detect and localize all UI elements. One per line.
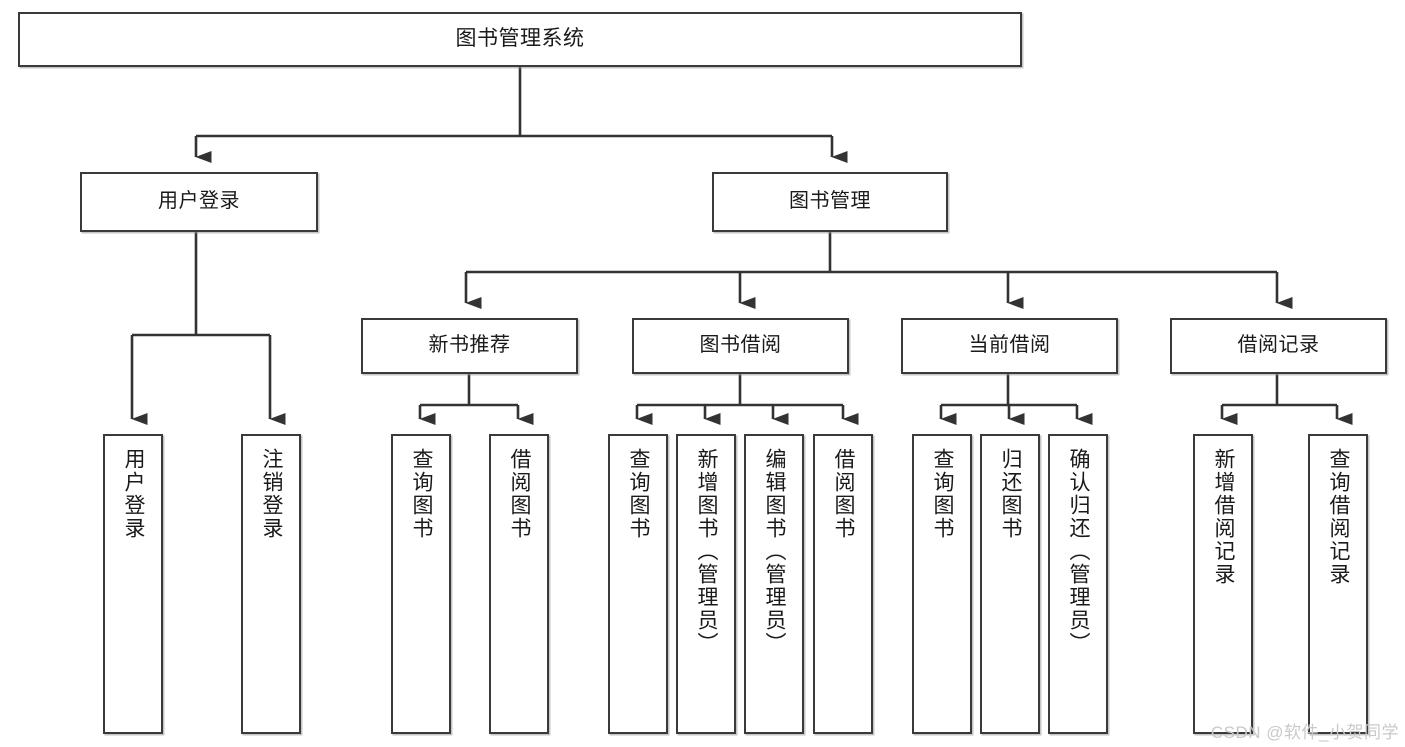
node-label: 借阅图书 <box>832 448 856 540</box>
node-label: 借阅图书 <box>508 448 532 540</box>
node-label: 查询图书 <box>627 448 651 540</box>
node-label: 查询图书 <box>931 448 955 540</box>
node-label: 注销登录 <box>260 448 284 540</box>
watermark: CSDN @软件_小贺同学 <box>1210 723 1399 742</box>
node-label: 用户登录 <box>122 448 146 540</box>
node-borrow-record[interactable]: 借阅记录 <box>1170 318 1387 374</box>
node-leaf-query-borrow-record[interactable]: 查询借阅记录 <box>1308 434 1368 734</box>
node-label: 图书借阅 <box>699 334 782 357</box>
node-label: 图书管理系统 <box>455 27 585 51</box>
node-label: 查询借阅记录 <box>1327 448 1351 586</box>
node-label: 编辑图书（管理员） <box>763 448 787 655</box>
node-leaf-query-book-current[interactable]: 查询图书 <box>912 434 972 734</box>
node-leaf-query-book-recommend[interactable]: 查询图书 <box>391 434 451 734</box>
node-new-book-recommend[interactable]: 新书推荐 <box>361 318 578 374</box>
node-leaf-confirm-return-admin[interactable]: 确认归还（管理员） <box>1048 434 1108 734</box>
node-root-system[interactable]: 图书管理系统 <box>18 12 1022 67</box>
node-label: 图书管理 <box>789 190 871 213</box>
node-leaf-borrow-book[interactable]: 借阅图书 <box>813 434 873 734</box>
node-label: 新增图书（管理员） <box>695 448 719 655</box>
node-leaf-user-login[interactable]: 用户登录 <box>103 434 163 734</box>
node-leaf-return-book[interactable]: 归还图书 <box>980 434 1040 734</box>
node-leaf-add-borrow-record[interactable]: 新增借阅记录 <box>1193 434 1253 734</box>
node-book-management[interactable]: 图书管理 <box>712 172 948 232</box>
node-label: 查询图书 <box>410 448 434 540</box>
node-current-borrow[interactable]: 当前借阅 <box>901 318 1118 374</box>
node-label: 新增借阅记录 <box>1212 448 1236 586</box>
node-label: 借阅记录 <box>1237 334 1320 357</box>
node-leaf-logout[interactable]: 注销登录 <box>241 434 301 734</box>
node-label: 确认归还（管理员） <box>1067 448 1091 655</box>
node-label: 用户登录 <box>158 190 240 213</box>
node-label: 新书推荐 <box>428 334 511 357</box>
node-user-login[interactable]: 用户登录 <box>80 172 318 232</box>
node-leaf-edit-book-admin[interactable]: 编辑图书（管理员） <box>744 434 804 734</box>
node-leaf-add-book-admin[interactable]: 新增图书（管理员） <box>676 434 736 734</box>
node-label: 归还图书 <box>999 448 1023 540</box>
node-book-borrow[interactable]: 图书借阅 <box>632 318 849 374</box>
node-label: 当前借阅 <box>968 334 1051 357</box>
node-leaf-borrow-book-recommend[interactable]: 借阅图书 <box>489 434 549 734</box>
node-leaf-query-book-borrow[interactable]: 查询图书 <box>608 434 668 734</box>
